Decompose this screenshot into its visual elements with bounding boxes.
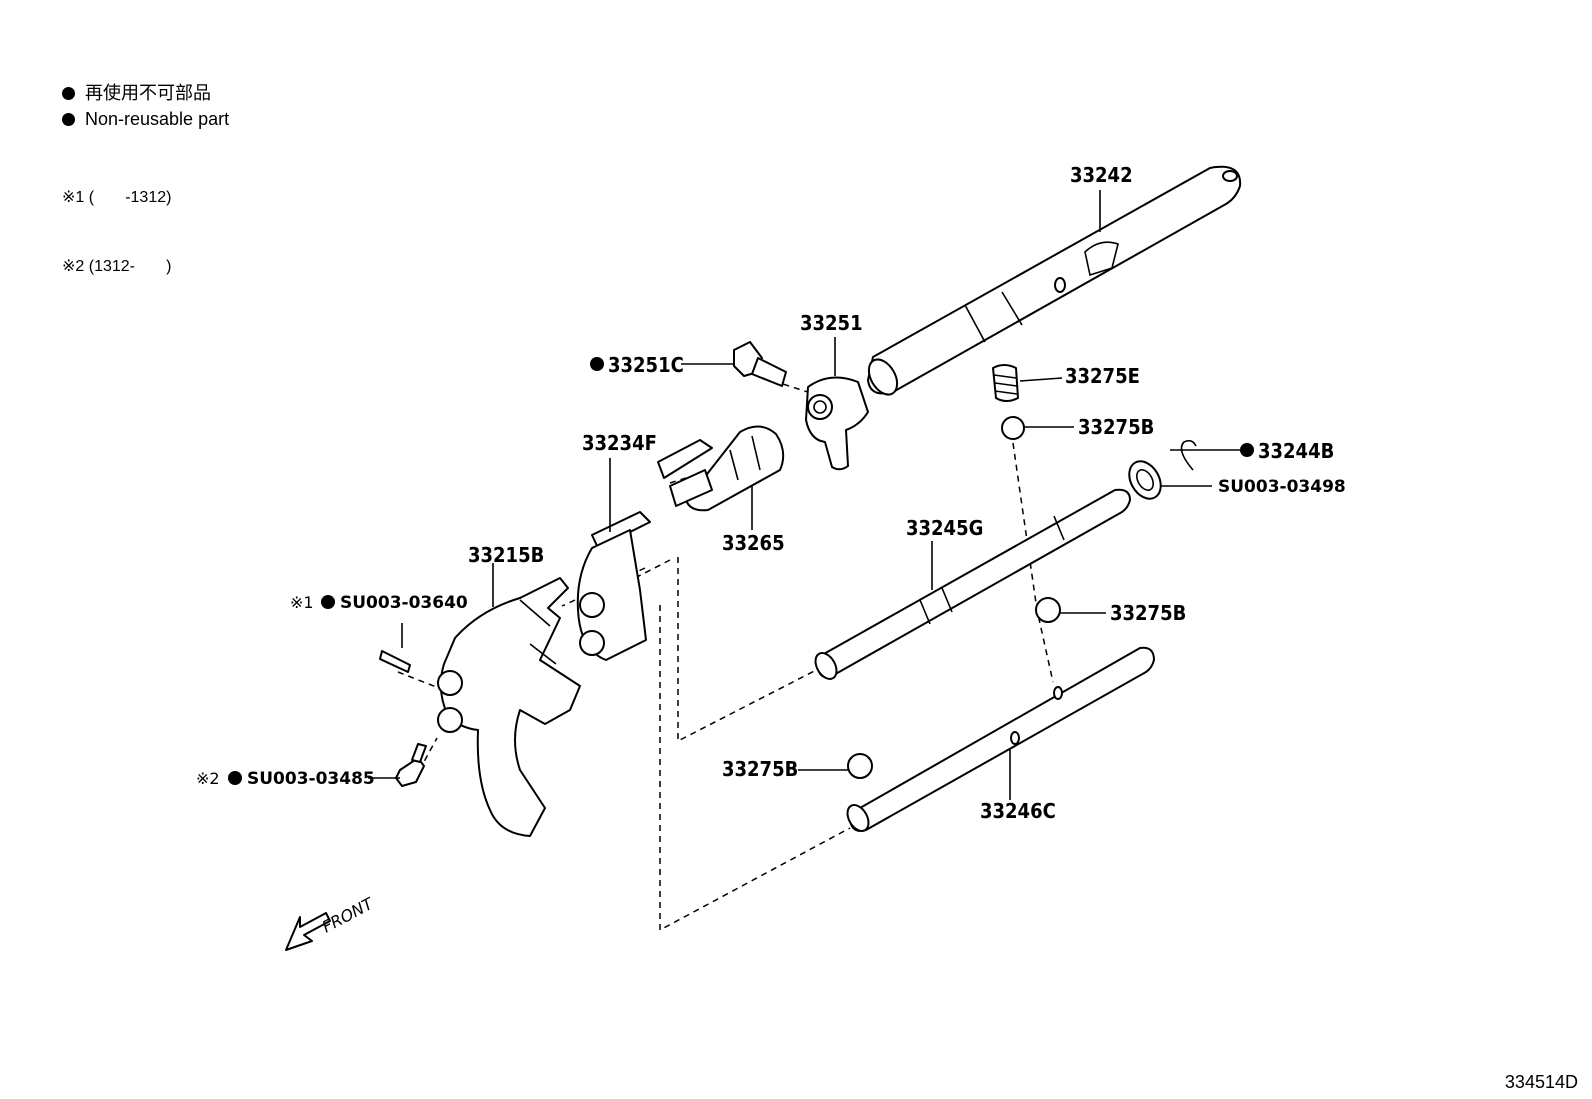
diagram-code: 334514D xyxy=(1504,1072,1578,1092)
label-33275e: 33275E xyxy=(1065,364,1140,388)
label-33275b-top: 33275B xyxy=(1078,415,1154,439)
legend-text-jp: 再使用不可部品 xyxy=(85,83,211,103)
label-33242: 33242 xyxy=(1070,163,1133,187)
part-33245g-shaft xyxy=(814,488,1131,680)
label-su003-03640: SU003-03640 xyxy=(340,593,468,613)
note-1: ※1 ( -1312) xyxy=(62,189,172,206)
part-33275b-ball-low xyxy=(847,753,873,779)
non-reusable-dot-icon xyxy=(62,86,75,100)
non-reusable-dot-icon xyxy=(1240,443,1254,457)
label-33245g: 33245G xyxy=(906,516,983,540)
part-su003-03498-washer xyxy=(1128,460,1162,500)
note-mark-1: ※1 xyxy=(290,593,314,612)
label-su003-03485: SU003-03485 xyxy=(247,769,375,789)
front-label: FRONT xyxy=(319,894,377,937)
label-33251c: 33251C xyxy=(608,353,684,377)
non-reusable-dot-icon xyxy=(590,357,604,371)
part-33265-sleeve xyxy=(657,425,785,512)
non-reusable-dot-icon xyxy=(62,112,75,126)
date-notes: ※1 ( -1312) ※2 (1312- ) xyxy=(62,140,171,301)
legend-row-jp: 再使用不可部品 xyxy=(62,80,229,106)
label-33244b: 33244B xyxy=(1258,439,1334,463)
part-33275b-ball-top xyxy=(1001,416,1025,440)
label-su003-03498: SU003-03498 xyxy=(1218,477,1346,497)
front-arrow-icon xyxy=(285,912,331,951)
leader-lines xyxy=(368,190,1240,800)
non-reusable-dot-icon xyxy=(321,595,335,609)
legend-text-en: Non-reusable part xyxy=(85,109,230,129)
part-33244b-snap-ring xyxy=(1180,439,1197,471)
part-33275e-spring xyxy=(992,364,1019,402)
label-33215b: 33215B xyxy=(468,543,544,567)
label-33234f: 33234F xyxy=(582,431,657,455)
part-33234f-bracket xyxy=(576,511,651,661)
legend-row-en: Non-reusable part xyxy=(62,106,229,132)
non-reusable-dot-icon xyxy=(228,771,242,785)
label-33251: 33251 xyxy=(800,311,863,335)
part-33275b-ball-mid xyxy=(1035,597,1061,623)
part-su003-03640-pin xyxy=(379,650,411,673)
part-33251-lever xyxy=(805,376,869,471)
label-33246c: 33246C xyxy=(980,799,1056,823)
note-2: ※2 (1312- ) xyxy=(62,258,172,275)
label-33275b-mid: 33275B xyxy=(1110,601,1186,625)
part-33246c-shaft xyxy=(846,646,1155,832)
legend: 再使用不可部品 Non-reusable part xyxy=(62,80,229,132)
part-33251c-bolt xyxy=(733,341,787,387)
label-33265: 33265 xyxy=(722,531,785,555)
note-mark-2: ※2 xyxy=(196,769,220,788)
label-33275b-low: 33275B xyxy=(722,757,798,781)
part-33242-shaft xyxy=(867,165,1242,396)
part-su003-03485-bolt xyxy=(395,743,427,787)
part-33215b-fork xyxy=(437,577,581,837)
